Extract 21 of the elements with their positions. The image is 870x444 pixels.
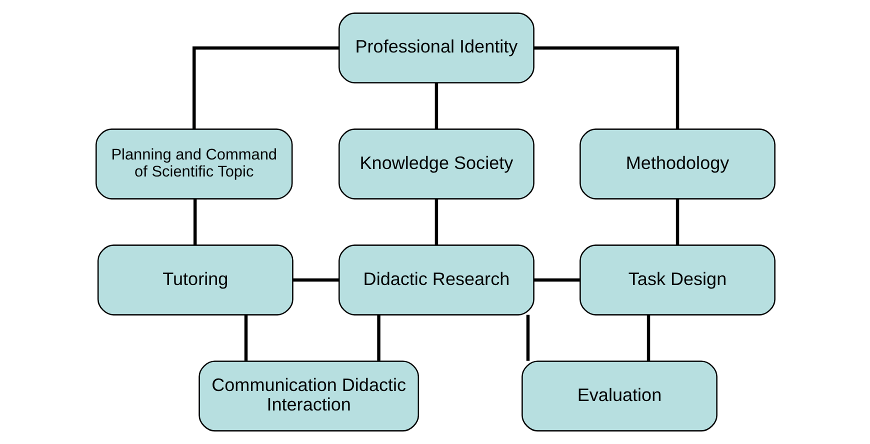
- connector: [192, 46, 338, 130]
- connector: [192, 198, 196, 245]
- node-box: Professional Identity: [338, 12, 534, 84]
- node-box: Methodology: [579, 128, 775, 200]
- connector: [434, 82, 438, 129]
- connector: [675, 198, 679, 245]
- connector: [292, 278, 338, 282]
- node-box: Evaluation: [521, 360, 717, 432]
- connector: [434, 198, 438, 245]
- connector: [533, 46, 679, 130]
- connector: [376, 314, 380, 361]
- node-box: Tutoring: [96, 244, 293, 316]
- connector: [646, 314, 650, 361]
- node-box: Communication Didactic Interaction: [198, 360, 419, 432]
- node-box: Didactic Research: [338, 244, 534, 316]
- connector: [244, 314, 248, 361]
- node-box: Planning and Command of Scientific Topic: [95, 128, 292, 200]
- connector: [526, 314, 530, 361]
- node-box: Task Design: [579, 244, 775, 316]
- node-box: Knowledge Society: [338, 128, 534, 200]
- connector: [533, 278, 580, 282]
